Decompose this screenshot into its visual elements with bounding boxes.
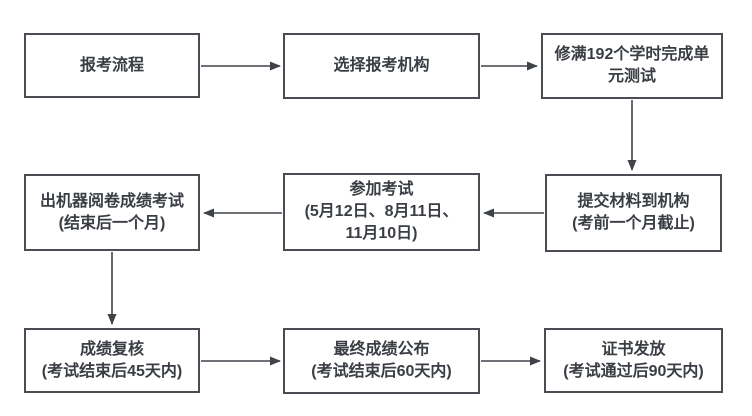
flow-node-start: 报考流程 bbox=[24, 33, 200, 98]
flow-node-certificate: 证书发放 (考试通过后90天内) bbox=[544, 328, 723, 393]
node-label: (5月12日、8月11日、 bbox=[304, 203, 459, 220]
flow-node-machine-scoring: 出机器阅卷成绩考试 (结束后一个月) bbox=[24, 174, 200, 251]
node-label: 提交材料到机构 bbox=[577, 193, 690, 210]
node-label: 证书发放 bbox=[601, 340, 666, 358]
node-label: 最终成绩公布 bbox=[333, 341, 430, 358]
flow-node-take-exam: 参加考试 (5月12日、8月11日、 11月10日) bbox=[283, 173, 480, 251]
node-label: (考试结束后45天内) bbox=[41, 362, 183, 380]
node-label: 11月10日) bbox=[345, 225, 418, 242]
flow-node-score-review: 成绩复核 (考试结束后45天内) bbox=[24, 328, 200, 393]
flow-node-choose-org: 选择报考机构 bbox=[283, 33, 480, 99]
node-label: 成绩复核 bbox=[79, 340, 144, 358]
node-label: (考试通过后90天内) bbox=[563, 362, 704, 380]
flow-node-complete-hours: 修满192个学时完成单 元测试 bbox=[541, 33, 723, 99]
flow-node-final-results: 最终成绩公布 (考试结束后60天内) bbox=[283, 328, 480, 394]
node-label: 选择报考机构 bbox=[333, 57, 430, 74]
node-label: 元测试 bbox=[607, 68, 656, 85]
node-label: (考前一个月截止) bbox=[572, 215, 695, 232]
node-label: 出机器阅卷成绩考试 bbox=[39, 192, 184, 210]
node-label: 报考流程 bbox=[79, 56, 144, 74]
node-label: (结束后一个月) bbox=[58, 214, 166, 232]
node-label: 修满192个学时完成单 bbox=[554, 46, 710, 63]
node-label: 参加考试 bbox=[349, 181, 414, 198]
flow-node-submit-materials: 提交材料到机构 (考前一个月截止) bbox=[545, 174, 722, 252]
node-label: (考试结束后60天内) bbox=[311, 363, 452, 380]
